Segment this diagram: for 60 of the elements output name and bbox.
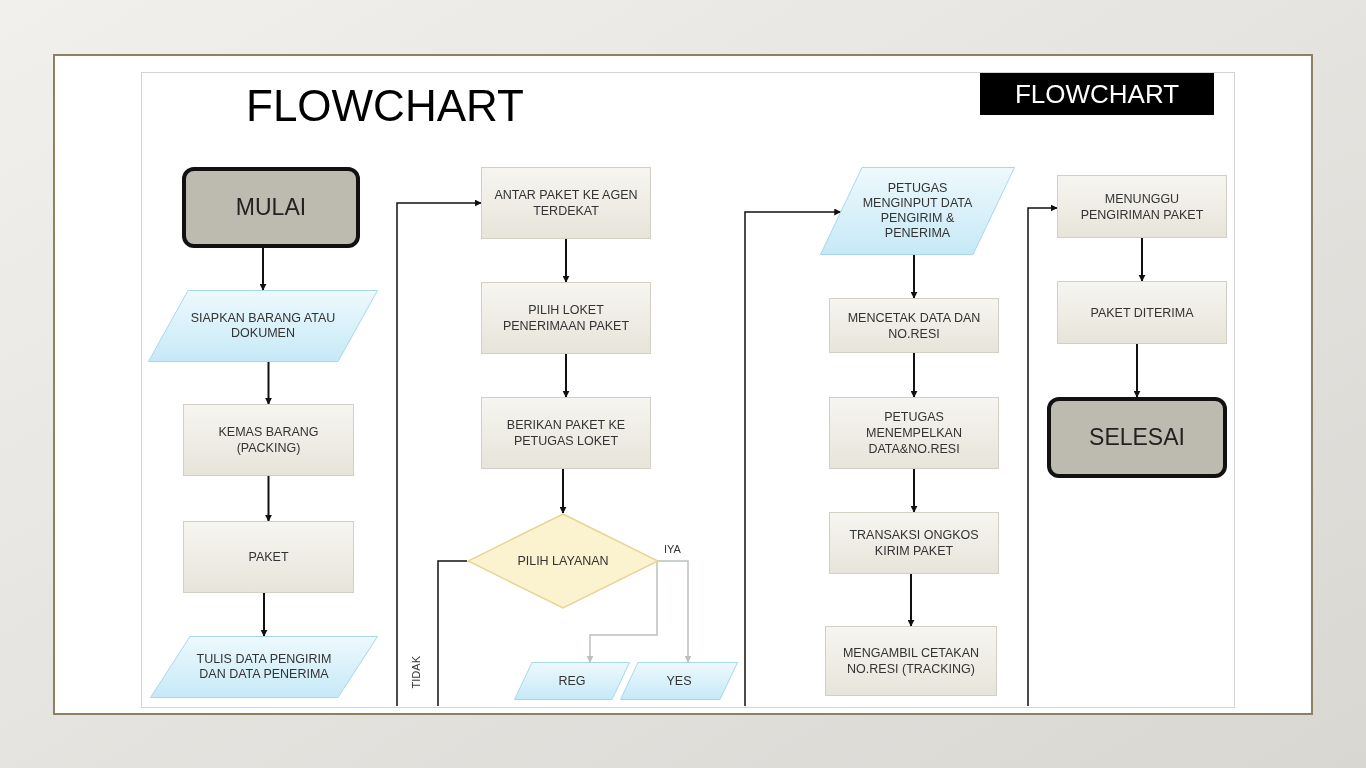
arrow [559, 468, 567, 514]
arrow [396, 199, 482, 707]
process-box [183, 521, 354, 593]
step-text: PILIH LOKET PENERIMAAN PAKET [501, 302, 631, 334]
step-text: MENGAMBIL CETAKAN NO.RESI (TRACKING) [841, 645, 981, 677]
arrow [658, 560, 692, 663]
arrow [910, 352, 918, 398]
terminal-box [1047, 397, 1227, 478]
arrow [586, 560, 660, 663]
step-text: PETUGAS MENEMPELKAN DATA&NO.RESI [865, 409, 963, 457]
process-box [829, 512, 999, 574]
step-text: SELESAI [1089, 423, 1185, 453]
input-parallelogram [150, 636, 378, 698]
process-box [481, 397, 651, 469]
step-text: PAKET [248, 549, 289, 565]
input-parallelogram [620, 662, 738, 700]
arrow [260, 592, 268, 637]
input-parallelogram [148, 290, 378, 362]
arrow [259, 247, 267, 291]
input-parallelogram [820, 167, 1015, 255]
decision-diamond [467, 513, 659, 609]
process-box [481, 167, 651, 239]
process-box [183, 404, 354, 476]
edge-label: TIDAK [410, 655, 423, 690]
arrow [562, 238, 570, 283]
step-text: BERIKAN PAKET KE PETUGAS LOKET [505, 417, 627, 449]
terminal-box [182, 167, 360, 248]
step-text: ANTAR PAKET KE AGEN TERDEKAT [493, 187, 639, 219]
arrow [1133, 343, 1141, 398]
process-box [1057, 281, 1227, 344]
step-text: MULAI [235, 193, 307, 223]
step-text: PAKET DITERIMA [1090, 304, 1194, 321]
process-box [829, 397, 999, 469]
step-text: PETUGAS MENGINPUT DATA PENGIRIM & PENERIMA [861, 181, 974, 241]
step-text: KEMAS BARANG (PACKING) [217, 424, 320, 456]
arrow [744, 208, 842, 707]
input-parallelogram [514, 662, 630, 700]
arrow [907, 573, 915, 627]
step-text: REG [558, 673, 586, 689]
arrow [265, 475, 272, 522]
edge-label: IYA [663, 543, 682, 556]
step-text: MENUNGGU PENGIRIMAN PAKET [1079, 190, 1205, 223]
arrow [1138, 237, 1146, 282]
process-box [825, 626, 997, 696]
process-box [829, 298, 999, 353]
step-text: PILIH LAYANAN [517, 553, 609, 569]
step-text: SIAPKAN BARANG ATAU DOKUMEN [189, 311, 337, 341]
arrow [910, 254, 918, 299]
arrow [562, 353, 570, 398]
step-text: YES [666, 673, 692, 689]
title-badge: FLOWCHART [980, 73, 1214, 115]
arrow [1027, 204, 1058, 707]
step-text: TRANSAKSI ONGKOS KIRIM PAKET [848, 527, 980, 559]
process-box [1057, 175, 1227, 238]
arrow [265, 361, 272, 405]
process-box [481, 282, 651, 354]
arrow [910, 468, 918, 513]
title: FLOWCHART [246, 80, 524, 132]
step-text: TULIS DATA PENGIRIM DAN DATA PENERIMA [195, 652, 333, 682]
step-text: MENCETAK DATA DAN NO.RESI [846, 309, 982, 342]
